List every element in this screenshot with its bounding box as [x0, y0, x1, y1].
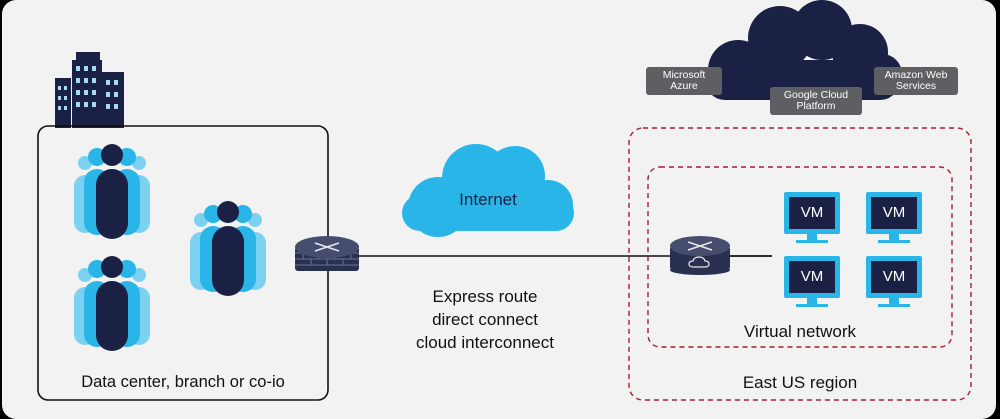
region-label: East US region — [742, 373, 858, 392]
users-icon — [74, 256, 150, 351]
internet-label: Internet — [459, 190, 517, 209]
connection-label-line2: direct connect — [432, 310, 538, 329]
vm-monitor-icon — [784, 256, 840, 307]
datacenter-label: Data center, branch or co-io — [81, 373, 285, 391]
vm-monitor-icon — [784, 192, 840, 243]
virtual-network-box — [647, 166, 953, 348]
virtual-network-label: Virtual network — [743, 322, 857, 341]
connection-label-line1: Express route — [432, 287, 538, 306]
tag-amazon-web-services: Amazon Web Services — [874, 67, 958, 95]
building-icon — [55, 52, 124, 128]
tag-microsoft-azure: Microsoft Azure — [646, 67, 722, 95]
region-box — [628, 127, 972, 401]
users-icon — [190, 201, 266, 296]
users-icon — [74, 144, 150, 239]
vm-monitor-icon — [866, 256, 922, 307]
cloud-providers-icon — [705, 0, 902, 100]
connection-label-line3: cloud interconnect — [416, 333, 554, 352]
tag-google-cloud: Google Cloud Platform — [770, 87, 862, 115]
vm-label: VM — [800, 204, 824, 221]
firewall-router-icon — [295, 236, 359, 271]
vm-label: VM — [882, 204, 906, 221]
internet-cloud-icon — [402, 144, 574, 237]
vm-label: VM — [800, 268, 824, 285]
cloud-router-icon — [670, 236, 730, 275]
vm-monitor-icon — [866, 192, 922, 243]
vm-label: VM — [882, 268, 906, 285]
